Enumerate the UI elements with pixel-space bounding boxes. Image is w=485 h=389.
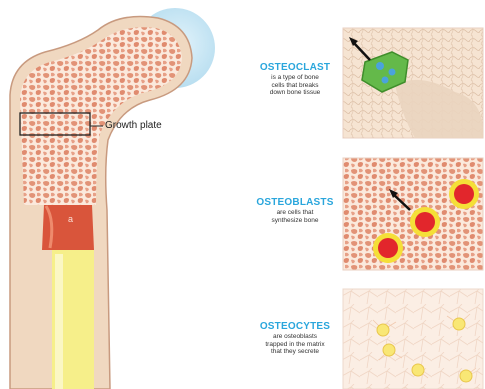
osteoblasts-label: OSTEOBLASTS are cells that synthesize bo… xyxy=(240,197,350,224)
osteoclast-nucleus xyxy=(389,69,396,76)
osteoblast-panel xyxy=(343,158,483,270)
growth-plate-label: Growth plate xyxy=(105,120,162,131)
desc-line: cells that breaks xyxy=(240,82,350,90)
osteoblast-cell xyxy=(415,212,435,232)
osteoclast-panel xyxy=(343,28,483,138)
desc-line: is a type of bone xyxy=(240,74,350,82)
desc-line: down bone tissue xyxy=(240,89,350,97)
osteocyte-cell xyxy=(460,370,472,382)
desc-line: that they secrete xyxy=(240,348,350,356)
osteoblast-cell xyxy=(454,184,474,204)
yellow-marrow-highlight xyxy=(55,254,63,389)
osteocyte-cell xyxy=(453,318,465,330)
desc-line: trapped in the matrix xyxy=(240,341,350,349)
osteoblast-cell xyxy=(378,238,398,258)
osteocyte-panel xyxy=(343,289,483,389)
osteocytes-label: OSTEOCYTES are osteoblasts trapped in th… xyxy=(240,321,350,356)
osteoblasts-title: OSTEOBLASTS xyxy=(240,197,350,208)
osteoclast-nucleus xyxy=(382,77,389,84)
osteoclast-label: OSTEOCLAST is a type of bone cells that … xyxy=(240,62,350,97)
femur-bone: a xyxy=(10,8,215,389)
desc-line: synthesize bone xyxy=(240,217,350,225)
osteoblasts-description: are cells that synthesize bone xyxy=(240,209,350,224)
desc-line: are cells that xyxy=(240,209,350,217)
osteocytes-title: OSTEOCYTES xyxy=(240,321,350,332)
desc-line: are osteoblasts xyxy=(240,333,350,341)
osteoclast-nucleus xyxy=(376,62,384,70)
red-marrow-mark: a xyxy=(68,214,73,224)
osteoclast-title: OSTEOCLAST xyxy=(240,62,350,73)
osteoclast-description: is a type of bone cells that breaks down… xyxy=(240,74,350,97)
osteocyte-cell xyxy=(383,344,395,356)
osteocytes-description: are osteoblasts trapped in the matrix th… xyxy=(240,333,350,356)
osteocyte-cell xyxy=(377,324,389,336)
osteocyte-cell xyxy=(412,364,424,376)
